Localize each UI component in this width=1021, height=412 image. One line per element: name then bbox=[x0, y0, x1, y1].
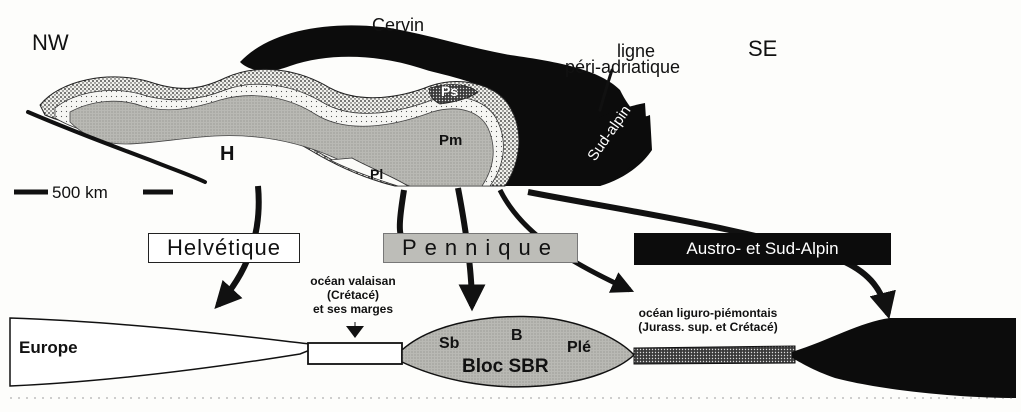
valaisan-line2: (Crétacé) bbox=[288, 288, 418, 302]
europe-label: Europe bbox=[19, 339, 78, 356]
austro-sud-alpin-box: Austro- et Sud-Alpin bbox=[634, 233, 891, 265]
valaisan-ocean-label: océan valaisan (Crétacé) et ses marges bbox=[288, 274, 418, 316]
bloc-sbr-label: Bloc SBR bbox=[462, 357, 549, 376]
nw-label: NW bbox=[32, 32, 69, 54]
adria-black-margin bbox=[792, 318, 1016, 398]
valaisan-pointer-triangle bbox=[346, 326, 364, 338]
helvetique-box: Helvétique bbox=[148, 233, 300, 263]
b-label: B bbox=[511, 328, 523, 344]
valaisan-line3: et ses marges bbox=[288, 302, 418, 316]
h-label: H bbox=[220, 144, 234, 164]
pl-label: Pl bbox=[370, 167, 383, 181]
ligure-line2: (Jurass. sup. et Crétacé) bbox=[598, 320, 818, 334]
ps-label: Ps bbox=[441, 84, 458, 98]
pennique-box: Pennique bbox=[383, 233, 578, 263]
liguro-ocean-label: océan liguro-piémontais (Jurass. sup. et… bbox=[598, 306, 818, 334]
ligure-line1: océan liguro-piémontais bbox=[598, 306, 818, 320]
ple-label: Plé bbox=[567, 340, 591, 356]
sb-label: Sb bbox=[439, 336, 459, 352]
se-label: SE bbox=[748, 38, 777, 60]
ligne-label-line2: péri-adriatique bbox=[565, 58, 680, 76]
cervin-label: Cervin bbox=[372, 16, 424, 34]
arrow-valaisan-short bbox=[400, 190, 404, 238]
liguro-ocean-strip bbox=[634, 346, 795, 364]
valaisan-ocean-rect bbox=[308, 343, 402, 364]
valaisan-line1: océan valaisan bbox=[288, 274, 418, 288]
pm-label: Pm bbox=[439, 133, 462, 148]
scale-bar-label: 500 km bbox=[52, 184, 108, 201]
